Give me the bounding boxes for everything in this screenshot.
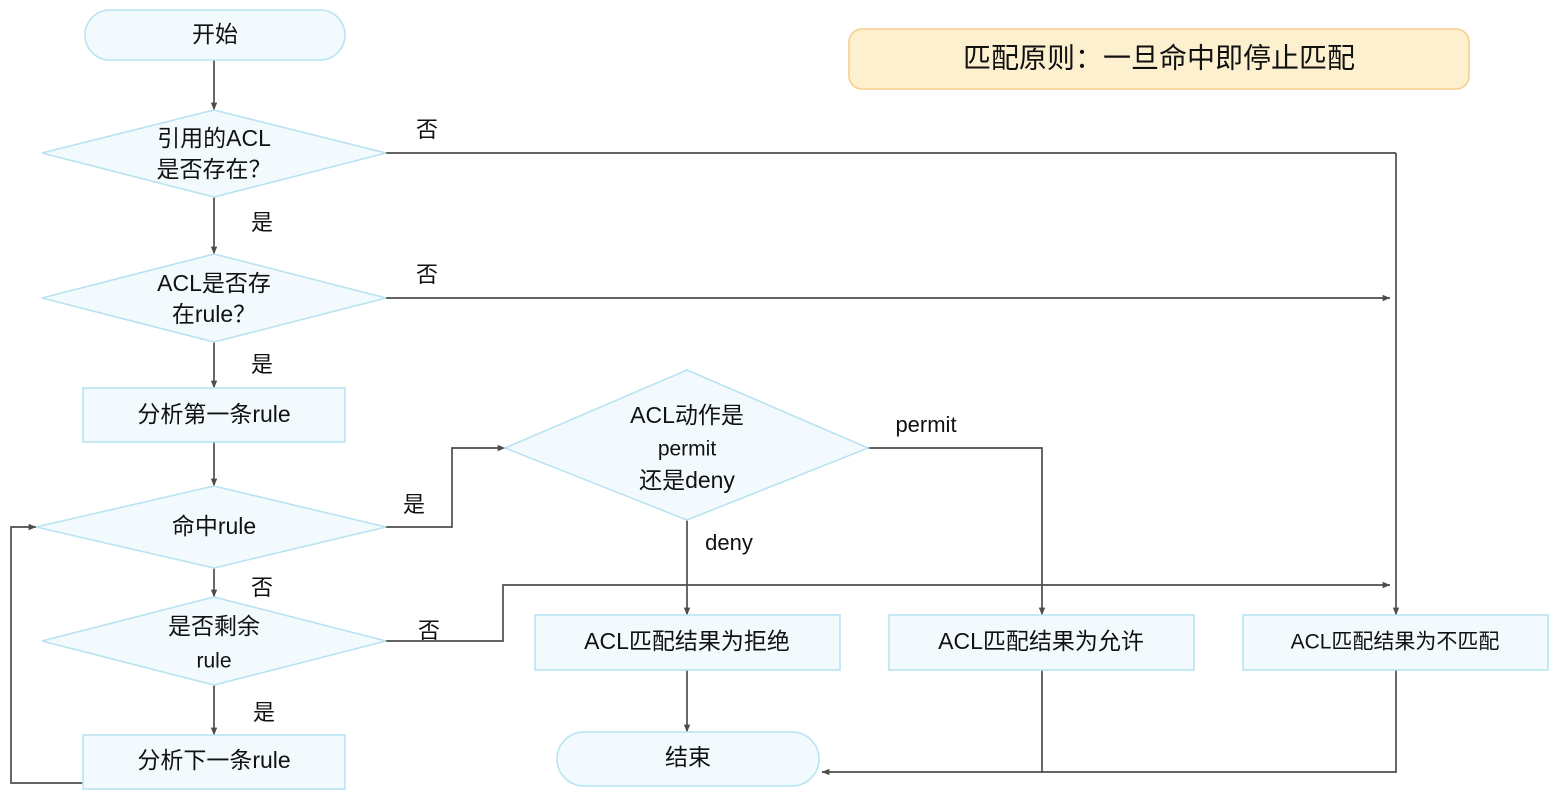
node-first-rule[interactable]: 分析第一条rule	[82, 387, 346, 443]
node-end-label: 结束	[665, 744, 711, 770]
node-start-label: 开始	[192, 21, 238, 47]
edge-label-acl-exists-no: 否	[416, 117, 438, 142]
node-next-rule-shape[interactable]	[82, 734, 346, 790]
edge-label-action-deny: deny	[705, 530, 753, 555]
node-acl-exists-label-line1: 引用的ACL	[157, 125, 271, 151]
node-acl-action-label-line3: 还是deny	[639, 467, 735, 493]
edge-label-layer: 否 是 否 是 是 否 否 是 permit deny	[251, 117, 957, 725]
edge-layer	[10, 60, 1400, 784]
edge-next-rule-loopback	[10, 523, 83, 784]
edge-label-rule-exists-yes: 是	[251, 352, 273, 377]
node-acl-exists[interactable]: 引用的ACL 是否存在？	[41, 109, 387, 198]
node-acl-exists-label-line2: 是否存在？	[157, 156, 272, 182]
node-rule-exists-shape[interactable]	[41, 253, 387, 343]
node-remain-rule-label-line2: rule	[196, 650, 231, 673]
edge-result-permit-to-end	[821, 670, 1043, 776]
node-remain-rule-shape[interactable]	[41, 596, 387, 686]
node-layer: 开始 引用的ACL 是否存在？ ACL是否存 在rule？ 分析第一条rule	[35, 9, 1549, 790]
node-end[interactable]: 结束	[556, 731, 820, 787]
node-result-permit-label: ACL匹配结果为允许	[938, 628, 1144, 654]
node-end-shape[interactable]	[556, 731, 820, 787]
node-acl-action-label-line1: ACL动作是	[630, 402, 744, 428]
node-rule-exists-label-line2: 在rule？	[172, 301, 256, 327]
node-result-permit-shape[interactable]	[888, 614, 1195, 671]
note-matching-principle: 匹配原则：一旦命中即停止匹配	[848, 28, 1470, 90]
node-hit-rule[interactable]: 命中rule	[35, 485, 387, 569]
node-result-none-label: ACL匹配结果为不匹配	[1291, 631, 1500, 654]
edge-label-remain-rule-no: 否	[418, 618, 440, 643]
node-hit-rule-label: 命中rule	[172, 513, 256, 539]
node-rule-exists-label-line1: ACL是否存	[157, 270, 271, 296]
node-acl-exists-shape[interactable]	[41, 109, 387, 198]
node-acl-action[interactable]: ACL动作是 permit 还是deny	[502, 369, 871, 521]
edge-label-rule-exists-no: 否	[416, 262, 438, 287]
edge-result-none-to-end	[1042, 670, 1397, 773]
node-rule-exists[interactable]: ACL是否存 在rule？	[41, 253, 387, 343]
note-matching-principle-label: 匹配原则：一旦命中即停止匹配	[963, 42, 1355, 73]
node-first-rule-shape[interactable]	[82, 387, 346, 443]
node-result-none[interactable]: ACL匹配结果为不匹配	[1242, 614, 1549, 671]
node-result-none-shape[interactable]	[1242, 614, 1549, 671]
node-result-deny[interactable]: ACL匹配结果为拒绝	[534, 614, 841, 671]
note-matching-principle-shape	[848, 28, 1470, 90]
edge-label-action-permit: permit	[895, 412, 956, 437]
node-result-permit[interactable]: ACL匹配结果为允许	[888, 614, 1195, 671]
node-result-deny-shape[interactable]	[534, 614, 841, 671]
edge-label-remain-rule-yes: 是	[253, 700, 275, 725]
edge-remain-rule-no	[386, 581, 1391, 642]
node-next-rule-label: 分析下一条rule	[137, 747, 290, 773]
edge-label-hit-rule-no: 否	[251, 575, 273, 600]
node-start[interactable]: 开始	[84, 9, 346, 61]
node-remain-rule-label-line1: 是否剩余	[168, 613, 260, 639]
edge-label-acl-exists-yes: 是	[251, 210, 273, 235]
edge-hit-rule-yes	[386, 444, 506, 528]
node-next-rule[interactable]: 分析下一条rule	[82, 734, 346, 790]
node-result-deny-label: ACL匹配结果为拒绝	[584, 628, 790, 654]
node-first-rule-label: 分析第一条rule	[137, 401, 290, 427]
edge-label-hit-rule-yes: 是	[403, 492, 425, 517]
node-hit-rule-shape[interactable]	[35, 485, 387, 569]
node-remain-rule[interactable]: 是否剩余 rule	[41, 596, 387, 686]
edge-action-permit	[868, 447, 1046, 616]
node-acl-action-shape[interactable]	[502, 369, 871, 521]
node-start-shape[interactable]	[84, 9, 346, 61]
node-acl-action-label-line2: permit	[658, 438, 717, 461]
